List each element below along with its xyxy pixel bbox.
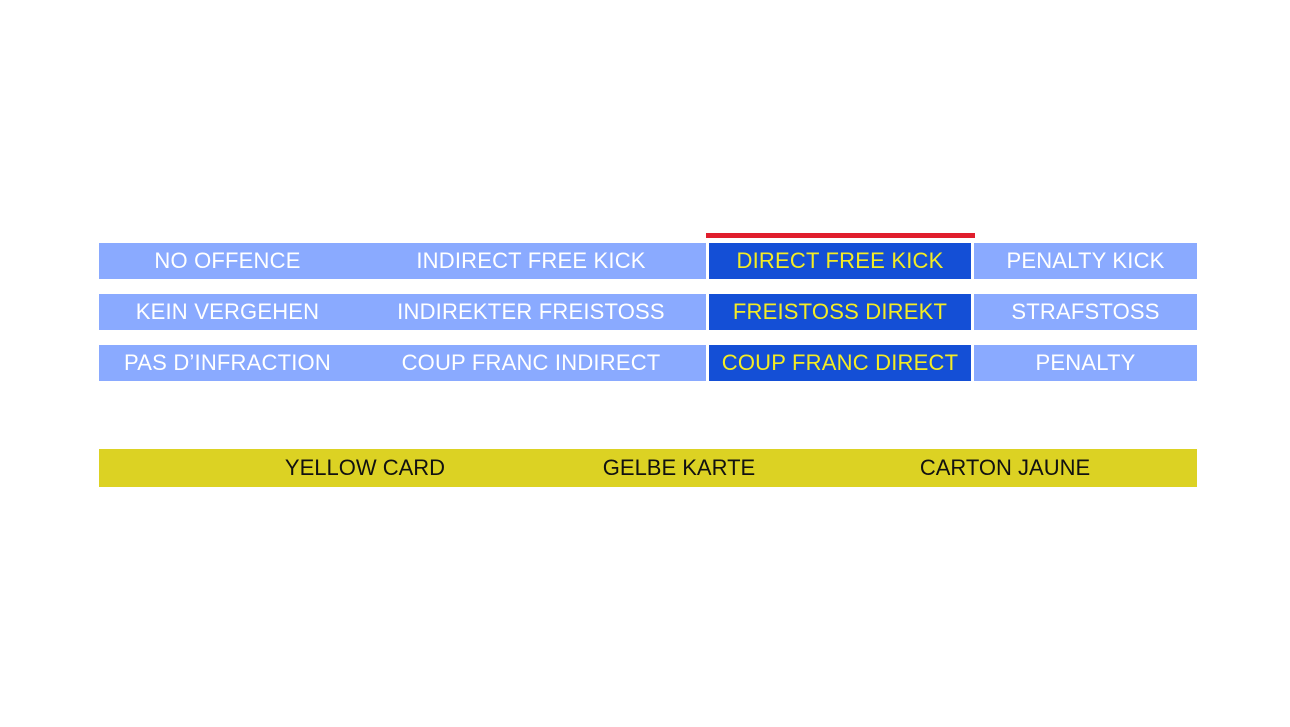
cell-indirect-free-kick: COUP FRANC INDIRECT [356, 345, 706, 381]
row-german: KEIN VERGEHEN INDIREKTER FREISTOSS FREIS… [99, 294, 1197, 330]
decision-table: NO OFFENCE INDIRECT FREE KICK DIRECT FRE… [99, 243, 1197, 381]
card-label-german: GELBE KARTE [602, 455, 756, 480]
cell-direct-free-kick: DIRECT FREE KICK [709, 243, 971, 279]
row-french: PAS D’INFRACTION COUP FRANC INDIRECT COU… [99, 345, 1197, 381]
card-label-english: YELLOW CARD [284, 455, 446, 480]
cell-penalty-kick: PENALTY KICK [974, 243, 1197, 279]
cell-no-offence: KEIN VERGEHEN [99, 294, 356, 330]
cell-no-offence: PAS D’INFRACTION [99, 345, 356, 381]
cell-penalty-kick: PENALTY [974, 345, 1197, 381]
cell-no-offence: NO OFFENCE [99, 243, 356, 279]
cell-penalty-kick: STRAFSTOSS [974, 294, 1197, 330]
yellow-card-bar: YELLOW CARD GELBE KARTE CARTON JAUNE [99, 449, 1197, 487]
cell-direct-free-kick: COUP FRANC DIRECT [709, 345, 971, 381]
selected-column-indicator [706, 233, 975, 238]
row-english: NO OFFENCE INDIRECT FREE KICK DIRECT FRE… [99, 243, 1197, 279]
cell-direct-free-kick: FREISTOSS DIREKT [709, 294, 971, 330]
cell-indirect-free-kick: INDIRECT FREE KICK [356, 243, 706, 279]
cell-indirect-free-kick: INDIREKTER FREISTOSS [356, 294, 706, 330]
card-label-french: CARTON JAUNE [919, 455, 1091, 480]
